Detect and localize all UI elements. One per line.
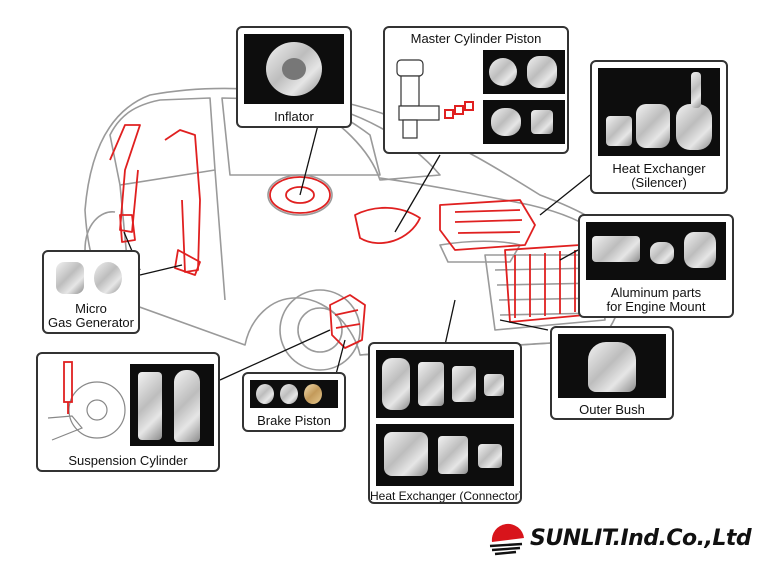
connector-part-1 [382, 358, 410, 410]
callout-outer-bush: Outer Bush [550, 326, 674, 420]
master-piston-part-1 [489, 58, 517, 86]
brake-piston-part-2 [280, 384, 298, 404]
outer-bush-photo [558, 334, 666, 398]
silencer-part-2 [636, 104, 670, 148]
brake-piston-part-1 [256, 384, 274, 404]
engine-mount-part-2 [650, 242, 674, 264]
label-outer-bush: Outer Bush [579, 402, 645, 417]
callout-inflator: Inflator [236, 26, 352, 128]
label-heat-exchanger-silencer-2: (Silencer) [631, 175, 687, 190]
label-aluminum-parts-2: for Engine Mount [606, 299, 706, 314]
suspension-schematic [47, 361, 126, 441]
callout-suspension-cylinder: Suspension Cylinder [36, 352, 220, 472]
master-cylinder-schematic [396, 59, 474, 139]
callout-heat-exchanger-silencer: Heat Exchanger (Silencer) [590, 60, 728, 194]
connector-part-6 [438, 436, 468, 474]
silencer-photo [598, 68, 720, 156]
connector-photo-top [376, 350, 514, 418]
company-name: SUNLIT.Ind.Co.,Ltd [530, 526, 752, 551]
micro-gas-part-2 [94, 262, 122, 294]
suspension-part-1 [138, 372, 162, 440]
master-piston-part-3 [491, 108, 521, 136]
sunlit-logo-icon [489, 523, 524, 556]
master-piston-photo-bottom [483, 100, 565, 144]
connector-part-2 [418, 362, 444, 406]
label-inflator: Inflator [274, 109, 314, 124]
silencer-part-3-pipe [691, 72, 701, 108]
callout-aluminum-engine-mount: Aluminum parts for Engine Mount [578, 214, 734, 318]
brake-piston-part-3 [304, 384, 322, 404]
label-micro-gas-2: Gas Generator [48, 315, 134, 330]
label-brake-piston: Brake Piston [257, 413, 331, 428]
callout-micro-gas-generator: Micro Gas Generator [42, 250, 140, 334]
inflator-photo [244, 34, 344, 104]
micro-gas-part-1 [56, 262, 84, 294]
master-piston-part-2 [527, 56, 557, 88]
label-master-cylinder-piston: Master Cylinder Piston [410, 31, 542, 46]
micro-gas-photo [50, 258, 132, 298]
brake-piston-photo [250, 380, 338, 408]
company-logo: SUNLIT.Ind.Co.,Ltd [488, 520, 752, 560]
callout-brake-piston: Brake Piston [242, 372, 346, 432]
master-piston-photo-top [483, 50, 565, 94]
label-heat-exchanger-silencer-1: Heat Exchanger [612, 161, 706, 176]
suspension-part-2 [174, 370, 200, 442]
label-suspension-cylinder: Suspension Cylinder [68, 453, 188, 468]
connector-part-3 [452, 366, 476, 402]
connector-part-5 [384, 432, 428, 476]
label-aluminum-parts-1: Aluminum parts [610, 285, 702, 300]
master-piston-part-4 [531, 110, 553, 134]
highlighted-parts [109, 124, 586, 349]
label-heat-exchanger-connector: Heat Exchanger (Connector) [370, 489, 522, 503]
callout-heat-exchanger-connector: Heat Exchanger (Connector) [368, 342, 522, 504]
outer-bush-part [588, 342, 636, 392]
label-micro-gas-1: Micro [75, 301, 107, 316]
leader-lines [123, 124, 591, 381]
silencer-part-1 [606, 116, 632, 146]
silencer-part-3 [676, 104, 712, 150]
callout-master-cylinder-piston: Master Cylinder Piston [383, 26, 569, 154]
connector-part-7 [478, 444, 502, 468]
connector-photo-bottom [376, 424, 514, 486]
engine-mount-part-1 [592, 236, 640, 262]
suspension-photo [130, 364, 214, 446]
engine-mount-part-3 [684, 232, 716, 268]
connector-part-4 [484, 374, 504, 396]
engine-mount-photo [586, 222, 726, 280]
inflator-part-center [282, 58, 306, 80]
